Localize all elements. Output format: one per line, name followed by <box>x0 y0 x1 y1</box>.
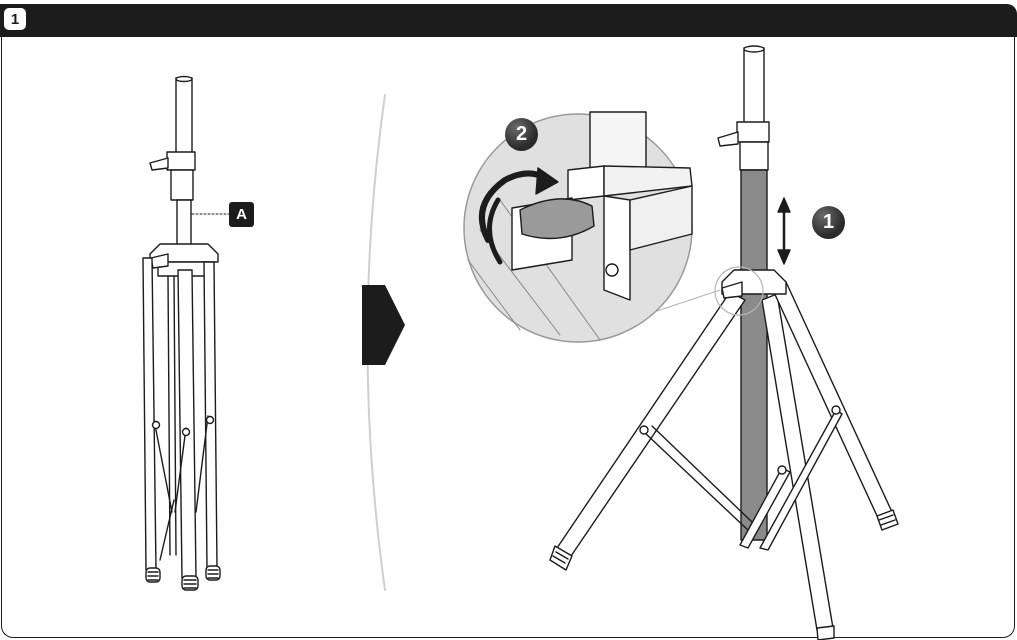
step-header-bar <box>0 4 1017 37</box>
zoom-detail <box>463 111 721 343</box>
next-step-arrow <box>362 285 405 365</box>
folded-stand <box>142 75 230 591</box>
step-frame <box>1 30 1015 638</box>
part-label-a: A <box>229 202 254 227</box>
callout-1: 1 <box>812 206 845 239</box>
step-number-badge: 1 <box>3 7 27 31</box>
deployed-stand <box>549 45 899 640</box>
callout-2: 2 <box>505 118 538 151</box>
